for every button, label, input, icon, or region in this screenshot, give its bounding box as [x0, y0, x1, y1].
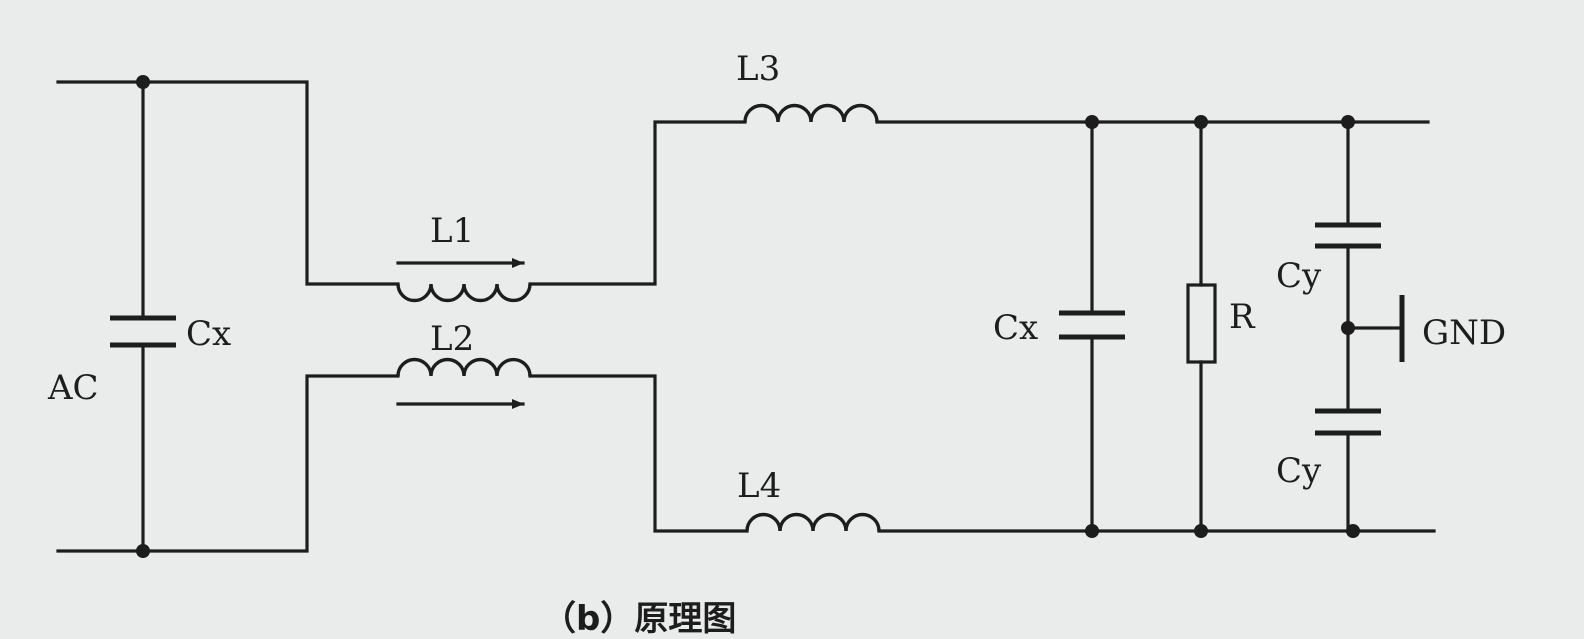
junction-dot — [1341, 115, 1355, 129]
junction-dot — [1085, 115, 1099, 129]
label-ac: AC — [47, 368, 99, 408]
junction-dot — [1194, 115, 1208, 129]
cy-capacitors — [1315, 115, 1405, 538]
wire-l2-to-l4 — [528, 374, 749, 533]
inductor-l3-coil — [743, 103, 879, 123]
label-cx-right: Cx — [993, 308, 1038, 348]
label-l2: L2 — [430, 319, 474, 359]
inductor-l1-coil — [396, 283, 532, 303]
differential-inductors — [743, 103, 1436, 533]
wire-l1-to-l3 — [528, 120, 747, 286]
common-mode-choke — [396, 120, 749, 533]
label-r: R — [1229, 297, 1256, 337]
junction-dot — [1194, 524, 1208, 538]
wire-bottom-input — [56, 374, 400, 553]
junction-dot — [1341, 321, 1355, 335]
label-l4: L4 — [737, 466, 781, 506]
capacitor-cx-right — [1059, 115, 1125, 538]
junction-dot — [1085, 524, 1099, 538]
label-l1: L1 — [430, 211, 474, 251]
label-l3: L3 — [736, 49, 780, 89]
junction-dot — [136, 544, 150, 558]
junction-dot — [1346, 524, 1360, 538]
labels: AC Cx L1 L2 L3 L4 Cx R Cy Cy GND （b）原理图 — [47, 49, 1506, 639]
label-gnd: GND — [1422, 313, 1506, 353]
label-cy-top: Cy — [1276, 256, 1322, 296]
inductor-l4-coil — [745, 512, 881, 532]
junction-dot — [136, 75, 150, 89]
input-section — [56, 75, 400, 558]
label-cx-left: Cx — [186, 314, 231, 354]
wire-top-input — [56, 80, 400, 286]
figure-caption: （b）原理图 — [542, 599, 736, 639]
resistor-r — [1186, 115, 1217, 538]
resistor-body — [1186, 283, 1217, 364]
label-cy-bottom: Cy — [1276, 451, 1322, 491]
inductor-l2-coil — [396, 357, 532, 377]
